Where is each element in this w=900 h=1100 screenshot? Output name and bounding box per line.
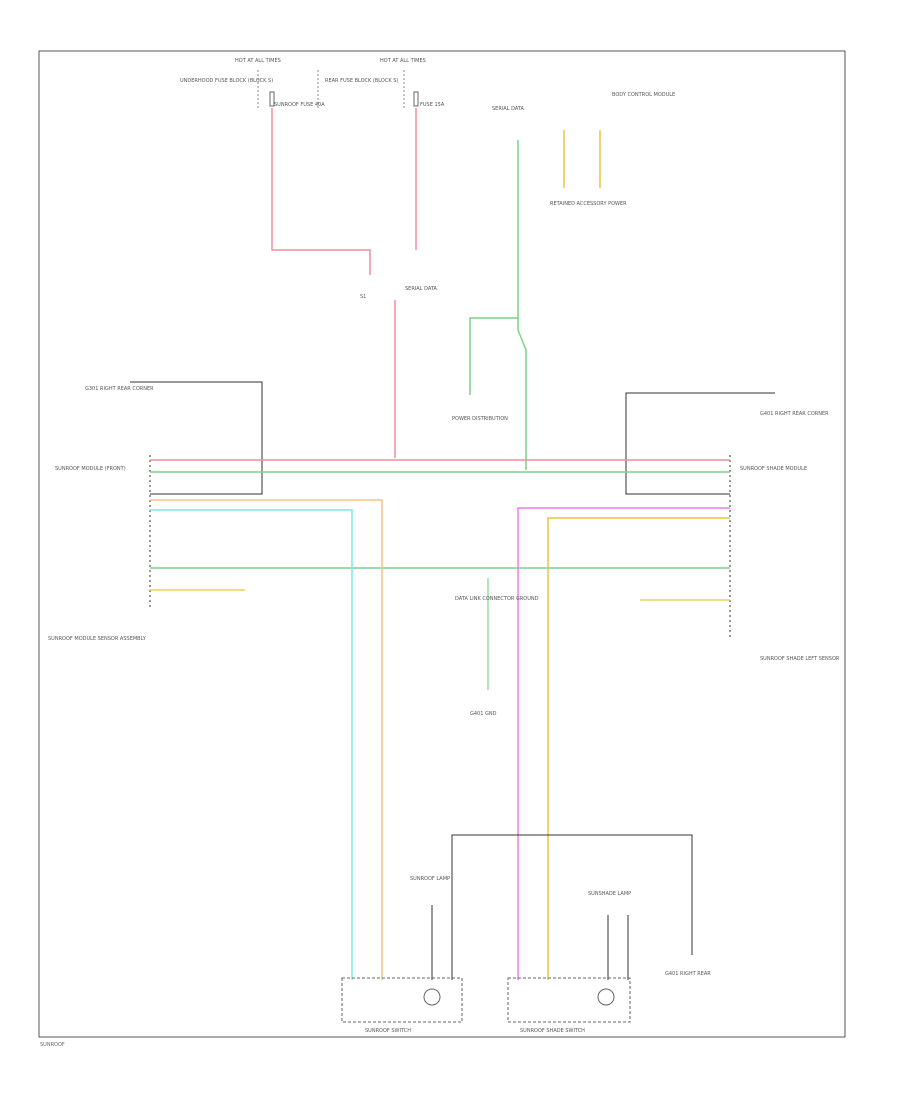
ground-left-label: G301 RIGHT REAR CORNER (85, 386, 154, 392)
magenta-wire-right (517, 507, 730, 980)
sunroof-switch-lamp-icon (423, 988, 441, 1006)
fuse-left-symbol (269, 91, 275, 107)
module-left-desc: SUNROOF MODULE SENSOR ASSEMBLY (48, 636, 147, 642)
fuse-right-desc: REAR FUSE BLOCK (BLOCK S) (325, 78, 398, 84)
green-power-dist-wire (469, 317, 518, 395)
yellow-wire-right (547, 517, 730, 980)
retained-power-label: RETAINED ACCESSORY POWER (550, 201, 627, 207)
body-control-label: BODY CONTROL MODULE (612, 92, 675, 98)
serial-data-label: SERIAL DATA (492, 106, 525, 112)
sunroof-switch-box (341, 977, 463, 1023)
diagram-border (38, 50, 846, 1038)
switch-lamp-left-label: SUNROOF LAMP (410, 876, 450, 882)
switch-ground-bracket (451, 834, 693, 980)
sunshade-switch-lamp-icon (597, 988, 615, 1006)
sunshade-switch-box (507, 977, 631, 1023)
fuse-right-symbol (413, 91, 419, 107)
footer-code: SUNROOF (40, 1042, 65, 1048)
splice-right-label: SERIAL DATA (405, 286, 438, 292)
switch-right-label: SUNROOF SHADE SWITCH (520, 1028, 585, 1034)
ground-right-label: G401 RIGHT REAR CORNER (760, 411, 829, 417)
module-left-label: SUNROOF MODULE (FRONT) (55, 466, 126, 472)
ground-center-label: G401 GND (470, 711, 497, 717)
data-link-label: DATA LINK CONNECTOR GROUND (455, 596, 539, 602)
switch-left-label: SUNROOF SWITCH (365, 1028, 411, 1034)
fuse-right-title: HOT AT ALL TIMES (380, 58, 426, 64)
switch-lamp-right-label: SUNSHADE LAMP (588, 891, 631, 897)
right-module-bracket (625, 392, 775, 495)
cyan-wire-left (150, 509, 353, 980)
module-right-desc: SUNROOF SHADE LEFT SENSOR (760, 656, 840, 662)
fuse-left-name: SUNROOF FUSE 40A (274, 102, 325, 108)
green-serial-wire (517, 140, 527, 470)
fuse-left-desc: UNDERHOOD FUSE BLOCK (BLOCK S) (180, 78, 273, 84)
fuse-right-name: FUSE 15A (420, 102, 445, 108)
ground-switch-label: G401 RIGHT REAR (665, 971, 711, 977)
splice-left-label: S1 (360, 294, 366, 300)
fuse-left-title: HOT AT ALL TIMES (235, 58, 281, 64)
orange-wire-left (150, 499, 383, 980)
module-right-label: SUNROOF SHADE MODULE (740, 466, 807, 472)
red-wire-fuse-left (271, 108, 371, 275)
left-module-bracket (130, 381, 263, 495)
power-distribution-label: POWER DISTRIBUTION (452, 416, 508, 422)
